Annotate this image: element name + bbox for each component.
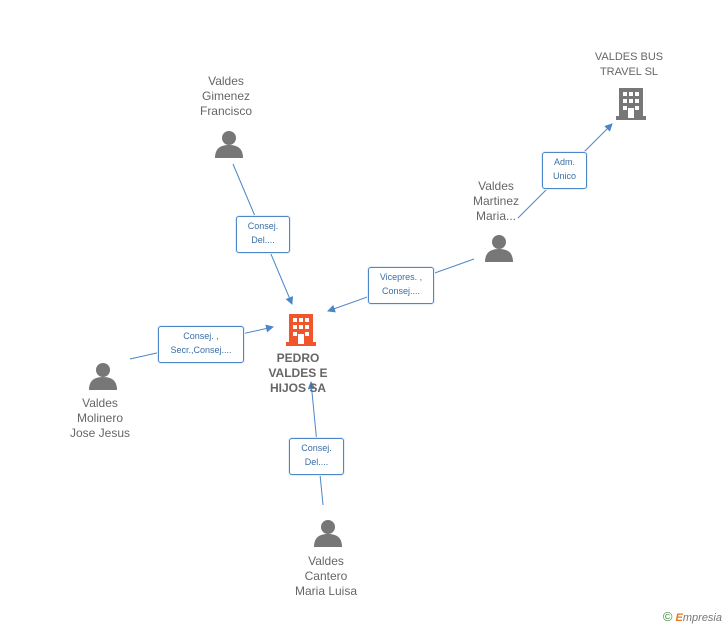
person-icon-gimenez[interactable] bbox=[215, 130, 243, 163]
relation-badge-molinero[interactable]: Consej. , Secr.,Consej.... bbox=[158, 326, 244, 363]
relation-badge-gimenez[interactable]: Consej. Del.... bbox=[236, 216, 290, 253]
gimenez-label[interactable]: Valdes Gimenez Francisco bbox=[199, 74, 252, 118]
valdes-bus-label[interactable]: VALDES BUS TRAVEL SL bbox=[594, 51, 664, 78]
building-icon-center[interactable] bbox=[286, 312, 316, 346]
relation-badge-bus[interactable]: Adm. Unico bbox=[542, 152, 587, 189]
person-icon-cantero[interactable] bbox=[314, 519, 342, 552]
center-company-label[interactable]: PEDRO VALDES E HIJOS SA bbox=[268, 351, 328, 395]
person-icon-molinero[interactable] bbox=[89, 362, 117, 395]
relation-badge-martinez[interactable]: Vicepres. , Consej.... bbox=[368, 267, 434, 304]
martinez-label[interactable]: Valdes Martinez Maria... bbox=[472, 179, 519, 223]
building-icon-valdes-bus[interactable] bbox=[615, 86, 647, 120]
empresia-logo: Empresia bbox=[675, 612, 722, 624]
copyright-symbol: © bbox=[662, 609, 673, 624]
person-icon-martinez[interactable] bbox=[485, 234, 513, 267]
cantero-label[interactable]: Valdes Cantero Maria Luisa bbox=[294, 554, 358, 598]
empresia-footer[interactable]: © Empresia bbox=[663, 609, 722, 624]
molinero-label[interactable]: Valdes Molinero Jose Jesus bbox=[69, 396, 131, 440]
relation-badge-cantero[interactable]: Consej. Del.... bbox=[289, 438, 344, 475]
